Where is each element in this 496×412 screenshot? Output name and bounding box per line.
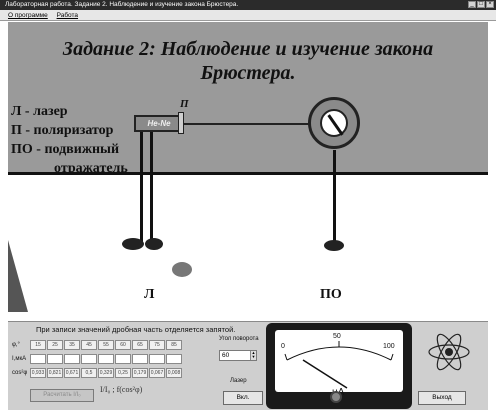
cos2-cell: 0,5 [81, 368, 97, 378]
window-controls: _ □ × [468, 1, 494, 8]
current-input[interactable] [115, 354, 131, 364]
cos2-cell: 0,329 [98, 368, 114, 378]
laser-label: Лазер [230, 378, 247, 384]
legend-reflector: ПО - подвижный [11, 142, 120, 157]
current-input[interactable] [47, 354, 63, 364]
row-label-current: I,мкА [12, 356, 27, 362]
row-current: I,мкА [12, 354, 183, 364]
maximize-button[interactable]: □ [477, 1, 485, 8]
angle-value: 60 [222, 352, 230, 359]
cos2-cell: 0,933 [30, 368, 46, 378]
scene-background [8, 22, 488, 172]
reflector-base [324, 240, 344, 251]
menu-bar: О программе Работа [0, 10, 496, 21]
angle-label: Угол поворота [219, 336, 259, 342]
row-label-cos2: cos²φ [12, 370, 28, 376]
cos2-cell: 0,008 [166, 368, 182, 378]
menu-item-about[interactable]: О программе [8, 12, 48, 19]
angle-cell: 15 [30, 340, 46, 350]
laser-base-left [122, 238, 144, 250]
angle-cell: 35 [64, 340, 80, 350]
exit-button[interactable]: Выход [418, 391, 466, 405]
current-input[interactable] [30, 354, 46, 364]
legend-polarizer: П - поляризатор [11, 123, 114, 138]
laser-beam [184, 123, 324, 125]
legend-reflector-cont: отражатель [54, 161, 128, 176]
current-input[interactable] [166, 354, 182, 364]
atom-icon [428, 333, 470, 371]
laser-stand-2 [150, 132, 153, 244]
row-angle: φ,° 15 25 35 45 55 60 65 75 85 [12, 340, 183, 350]
scene-floor [8, 172, 488, 320]
reflector-mirror [327, 114, 344, 136]
calculate-button[interactable]: Расчитать I/I₀ [30, 389, 94, 402]
angle-cell: 65 [132, 340, 148, 350]
meter-scale [284, 341, 394, 389]
angle-cell: 45 [81, 340, 97, 350]
angle-cell: 60 [115, 340, 131, 350]
minimize-button[interactable]: _ [468, 1, 476, 8]
laser-on-button[interactable]: Вкл. [223, 391, 263, 405]
meter-knob-icon [330, 391, 342, 403]
control-panel: При записи значений дробная часть отделя… [8, 321, 488, 410]
experiment-scene: Задание 2: Наблюдение и изучение закона … [8, 22, 488, 320]
floor-edge [8, 172, 488, 175]
caption-laser: Л [144, 287, 155, 302]
meter-scale-mid: 50 [333, 333, 341, 340]
cos2-cell: 0,25 [115, 368, 131, 378]
current-input[interactable] [132, 354, 148, 364]
cos2-cell: 0,821 [47, 368, 63, 378]
current-input[interactable] [98, 354, 114, 364]
polarizer-mark: П [180, 98, 189, 110]
spinner-arrows-icon[interactable]: ▲▼ [250, 350, 256, 360]
polarizer-plate[interactable] [178, 112, 184, 134]
angle-cell: 75 [149, 340, 165, 350]
meter-scale-min: 0 [281, 343, 285, 350]
laser-stand [140, 132, 143, 244]
meter-scale-max: 100 [383, 343, 395, 350]
angle-cell: 55 [98, 340, 114, 350]
angle-spinner[interactable]: 60 ▲▼ [219, 350, 257, 361]
menu-item-work[interactable]: Работа [56, 12, 79, 19]
reflector-stand [333, 150, 336, 246]
current-input[interactable] [149, 354, 165, 364]
angle-cell: 25 [47, 340, 63, 350]
reflected-light-spot [172, 262, 192, 277]
microammeter: 0 50 100 μA [266, 323, 412, 409]
floor-slope [8, 240, 28, 312]
close-button[interactable]: × [486, 1, 494, 8]
legend-laser: Л - лазер [11, 104, 68, 119]
cos2-cell: 0,671 [64, 368, 80, 378]
task-heading: Задание 2: Наблюдение и изучение закона … [62, 38, 434, 84]
reflector-window [320, 109, 348, 137]
current-input[interactable] [81, 354, 97, 364]
cos2-cell: 0,067 [149, 368, 165, 378]
angle-cell: 85 [166, 340, 182, 350]
laser-device[interactable]: He-Ne [134, 115, 184, 132]
row-label-angle: φ,° [12, 342, 20, 348]
meter-face: 0 50 100 μA [275, 330, 403, 398]
laser-base-right [145, 238, 163, 250]
reflector-ring[interactable] [308, 97, 360, 149]
cos2-cell: 0,179 [132, 368, 148, 378]
caption-reflector: ПО [320, 287, 342, 302]
row-cos2: cos²φ 0,933 0,821 0,671 0,5 0,329 0,25 0… [12, 368, 183, 378]
formula-label: I/I₀ ; f(cos²φ) [100, 385, 143, 394]
current-input[interactable] [64, 354, 80, 364]
input-note: При записи значений дробная часть отделя… [36, 325, 236, 334]
title-bar: Лабораторная работа. Задание 2. Наблюден… [0, 0, 496, 10]
window-title: Лабораторная работа. Задание 2. Наблюден… [5, 1, 239, 8]
meter-needle [302, 359, 348, 389]
